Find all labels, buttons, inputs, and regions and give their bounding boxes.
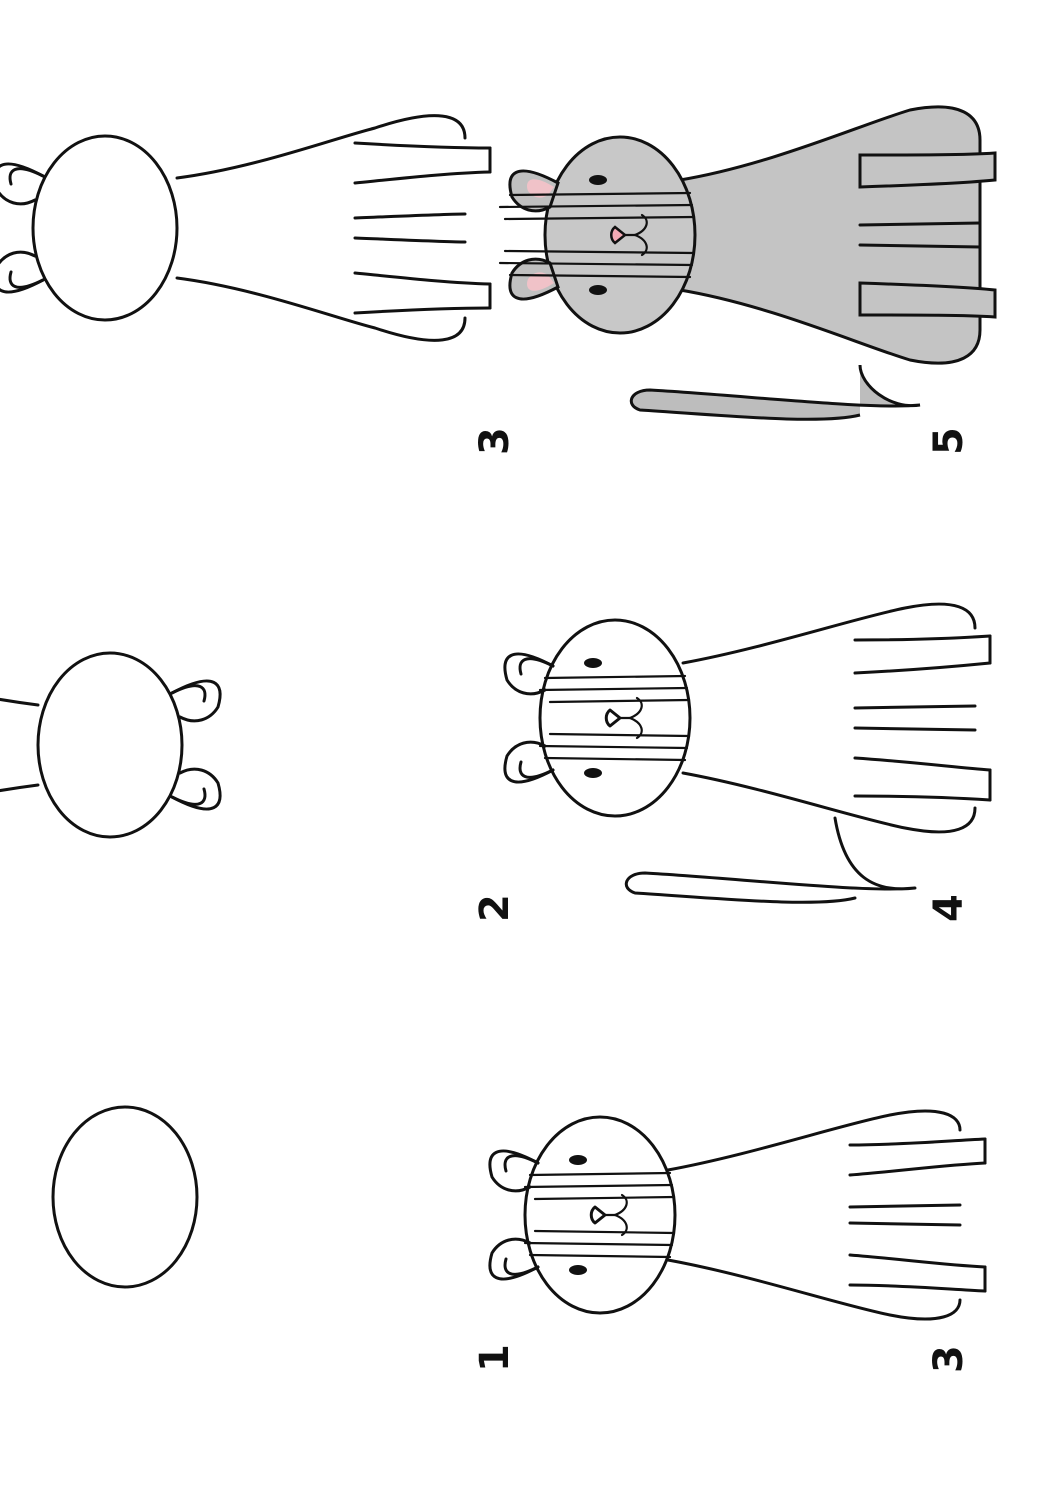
step-2-cat xyxy=(0,651,222,839)
step-1-cat xyxy=(51,1105,199,1289)
step-number-2: 2 xyxy=(472,894,518,922)
step-5-cat xyxy=(498,105,997,421)
step-number-3-bottom: 3 xyxy=(926,1345,972,1373)
step-4-cat xyxy=(503,602,992,904)
step-3-cat-bottom xyxy=(488,1109,987,1321)
step-number-1: 1 xyxy=(472,1344,518,1372)
step-3-cat-top xyxy=(0,114,492,342)
step-number-5: 5 xyxy=(926,427,972,455)
step-number-3-top: 3 xyxy=(472,427,518,455)
step-number-4: 4 xyxy=(926,894,972,922)
